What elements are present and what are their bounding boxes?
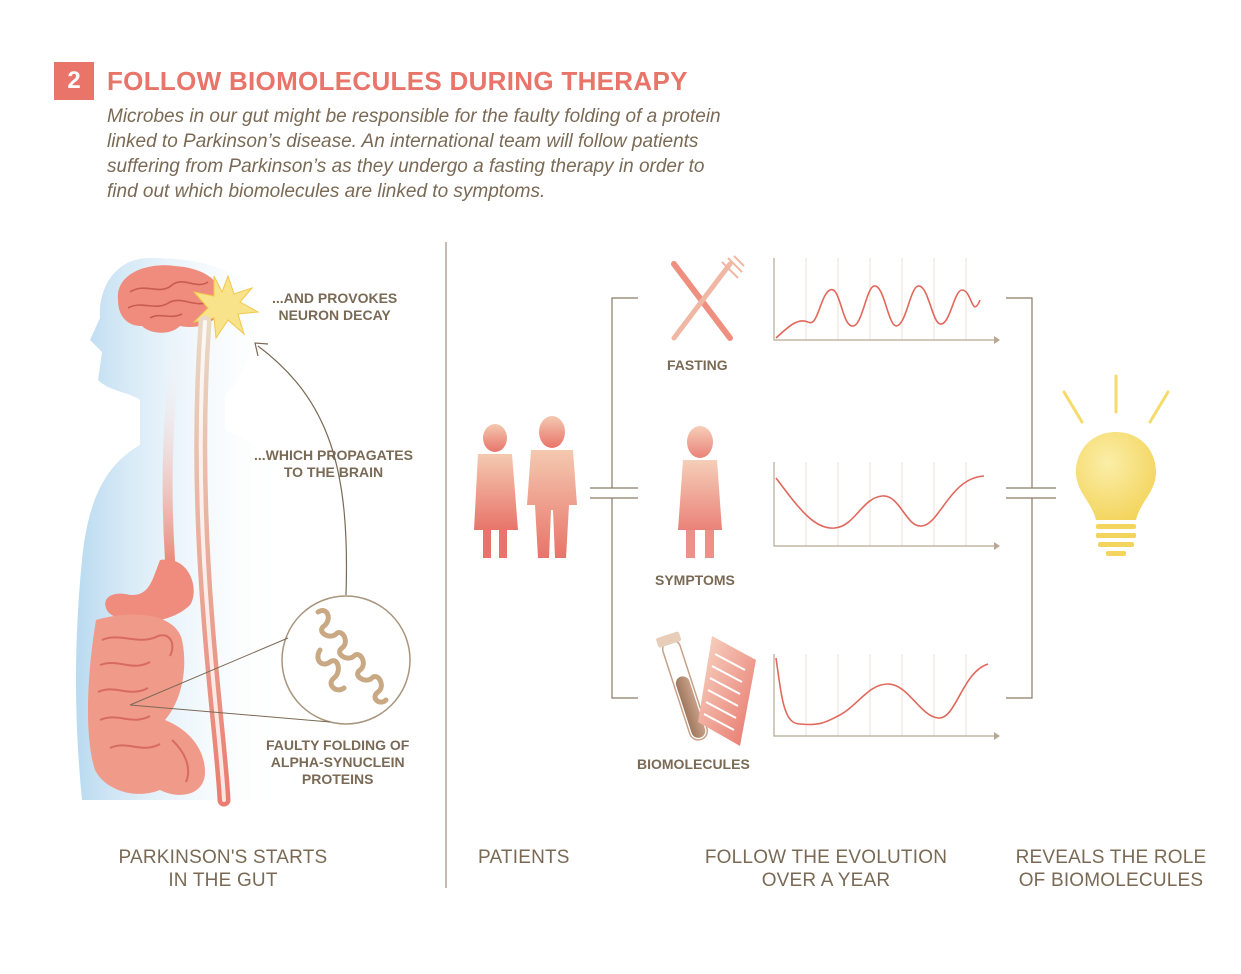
column-label-line: REVEALS THE ROLE <box>1015 847 1207 868</box>
column-label-line: FOLLOW THE EVOLUTION <box>704 847 948 868</box>
gut-column-label: PARKINSON'S STARTS IN THE GUT <box>111 846 335 892</box>
fasting-label: FASTING <box>667 357 728 373</box>
symptoms-chart <box>773 462 1000 550</box>
intro-line: Microbes in our gut might be responsible… <box>107 106 721 127</box>
test-tube-icon <box>656 631 709 741</box>
patients-illustration <box>474 416 577 558</box>
alpha-synuclein-protein-icon <box>315 608 389 705</box>
woman-patient-icon <box>474 424 518 558</box>
propagates-annotation: ...WHICH PROPAGATES TO THE BRAIN <box>254 447 413 481</box>
column-label-line: PARKINSON'S STARTS <box>118 847 328 868</box>
annotation-line: TO THE BRAIN <box>283 464 384 480</box>
step-number-badge: 2 <box>54 62 94 100</box>
faulty-folding-annotation: FAULTY FOLDING OF ALPHA-SYNUCLEIN PROTEI… <box>266 737 409 788</box>
column-label-line: OF BIOMOLECULES <box>1018 870 1204 891</box>
man-patient-icon <box>527 416 577 558</box>
intro-line: linked to Parkinson’s disease. An intern… <box>107 131 699 152</box>
neuron-decay-annotation: ...AND PROVOKES NEURON DECAY <box>272 290 397 324</box>
intro-line: find out which biomolecules are linked t… <box>107 181 546 202</box>
esophagus <box>162 340 181 565</box>
light-bulb-icon <box>1062 374 1170 556</box>
patients-bracket <box>590 297 638 699</box>
reveals-column-label: REVEALS THE ROLE OF BIOMOLECULES <box>1010 846 1212 892</box>
intestines <box>87 614 205 795</box>
brain-icon <box>117 265 223 333</box>
intro-paragraph: Microbes in our gut might be responsible… <box>107 104 847 204</box>
annotation-line: PROTEINS <box>301 771 374 787</box>
human-body-illustration <box>76 258 411 807</box>
column-label-line: OVER A YEAR <box>761 870 891 891</box>
fork-knife-icon <box>671 255 745 341</box>
column-label-line: IN THE GUT <box>168 870 278 891</box>
propagation-arrow <box>257 345 348 596</box>
annotation-line: ...AND PROVOKES <box>272 290 398 306</box>
biomolecules-series-line <box>775 657 989 726</box>
symptoms-label: SYMPTOMS <box>655 572 735 588</box>
annotation-line: ALPHA-SYNUCLEIN <box>270 754 405 770</box>
lab-report-icon <box>698 636 756 746</box>
page-title: FOLLOW BIOMOLECULES DURING THERAPY <box>107 66 688 96</box>
fasting-chart <box>773 258 1000 344</box>
intro-line: suffering from Parkinson’s as they under… <box>107 156 705 177</box>
annotation-line: ...WHICH PROPAGATES <box>254 447 413 463</box>
fasting-series-line <box>775 285 981 339</box>
starburst-icon <box>192 274 260 340</box>
stomach <box>105 559 194 623</box>
annotation-line: NEURON DECAY <box>278 307 391 323</box>
evolution-column-label: FOLLOW THE EVOLUTION OVER A YEAR <box>696 846 956 892</box>
symptoms-series-line <box>775 475 985 529</box>
biomolecules-chart <box>773 654 1000 740</box>
patients-column-label: PATIENTS <box>478 847 570 868</box>
annotation-line: FAULTY FOLDING OF <box>266 737 410 753</box>
results-bracket <box>1006 297 1056 699</box>
symptoms-person-icon <box>678 426 722 558</box>
biomolecules-label: BIOMOLECULES <box>637 756 750 772</box>
